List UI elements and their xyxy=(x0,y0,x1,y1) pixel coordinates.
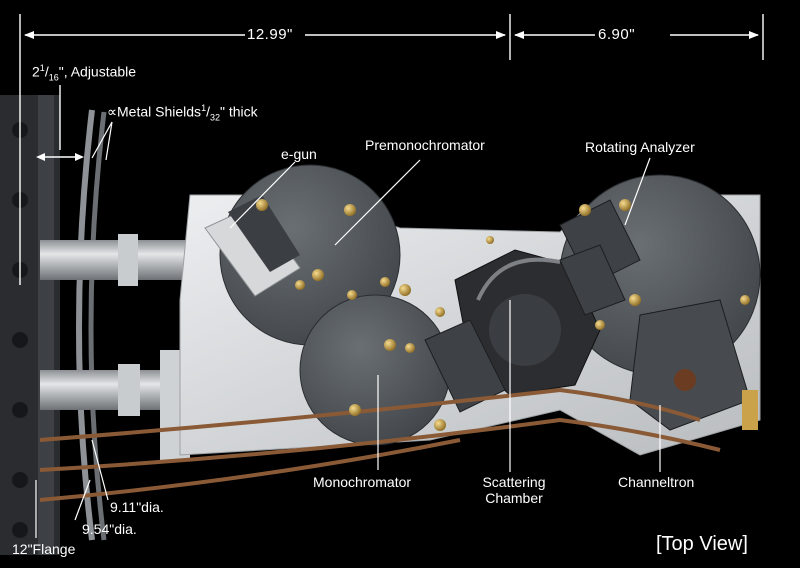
flange-12in xyxy=(0,95,60,555)
adjustable-num: 1 xyxy=(39,63,45,73)
scattering-chamber xyxy=(454,249,601,396)
monochromator-label: Monochromator xyxy=(313,474,412,490)
view-caption: [Top View] xyxy=(656,533,748,555)
adjustable-suffix: ", Adjustable xyxy=(58,63,137,80)
metal-shields-num: 1 xyxy=(201,103,207,113)
metal-shields-prefix: ∝ xyxy=(107,103,118,120)
metal-shields-text: Metal Shields xyxy=(117,103,202,120)
dimension-width-right: 6.90" xyxy=(598,26,636,43)
channeltron-label: Channeltron xyxy=(618,474,695,490)
support-rods xyxy=(40,234,200,460)
scattering-line2: Chamber xyxy=(485,490,543,507)
premonochromator-label: Premonochromator xyxy=(365,137,485,153)
rotating-analyzer-label: Rotating Analyzer xyxy=(585,139,695,155)
dimension-width-left: 12.99" xyxy=(247,26,293,43)
scattering-line1: Scattering xyxy=(482,474,546,490)
lens-blocks xyxy=(424,199,641,413)
metal-shields-label: ∝Metal Shields1/32" thick xyxy=(107,103,258,123)
e-gun-block xyxy=(204,195,301,297)
dimension-lines xyxy=(19,14,764,285)
adjustable-whole: 2 xyxy=(32,63,40,80)
flange-label: 12"Flange xyxy=(12,541,76,557)
adjustable-den: 16 xyxy=(48,72,59,83)
dia-911-label: 9.11"dia. xyxy=(110,499,164,515)
monochromator-disc xyxy=(299,294,451,446)
leader-lines xyxy=(35,121,661,538)
scattering-chamber-label: Scattering Chamber xyxy=(476,474,552,506)
egun-label: e-gun xyxy=(281,146,317,162)
cables xyxy=(39,387,721,502)
metal-shields-den: 32 xyxy=(209,112,220,123)
brass-screws xyxy=(256,199,750,431)
dia-954-label: 9.54"dia. xyxy=(82,521,137,537)
channeltron-block xyxy=(629,299,758,431)
metal-shields xyxy=(76,109,107,541)
metal-shields-suffix: " thick xyxy=(219,103,258,120)
adjustable-label: 21/16", Adjustable xyxy=(32,63,137,83)
